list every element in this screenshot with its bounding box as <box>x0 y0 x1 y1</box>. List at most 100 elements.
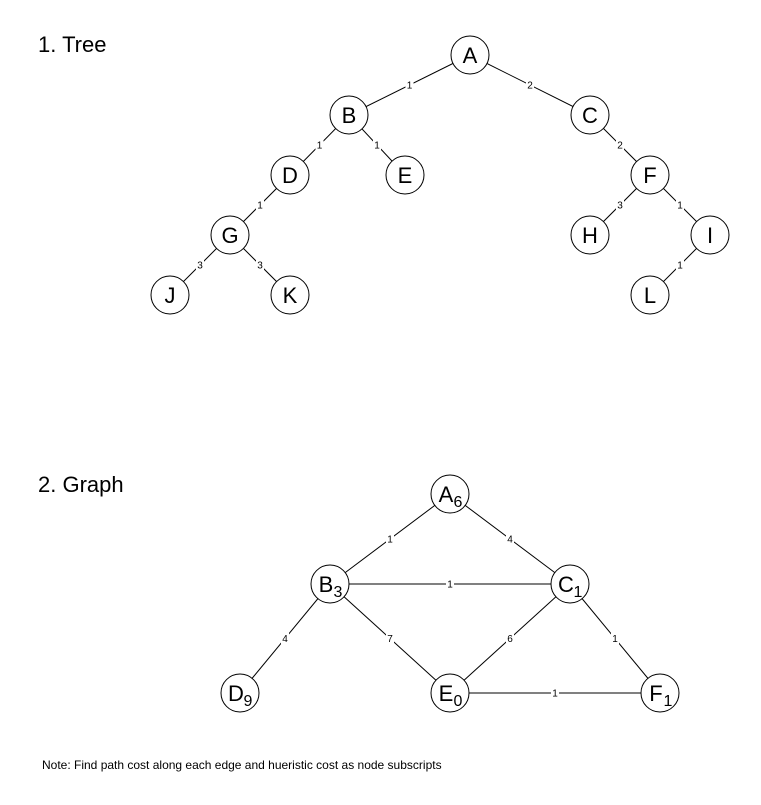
graph-node-label: D <box>228 681 244 706</box>
tree-edge-cost-f-h: 3 <box>617 201 623 212</box>
tree-edge-cost-g-j: 3 <box>197 261 203 272</box>
tree-node-l: L <box>630 275 670 315</box>
tree-node-f: F <box>630 155 670 195</box>
tree-node-circle <box>450 35 490 75</box>
tree-edge-cost-a-b: 1 <box>407 81 413 92</box>
graph-node-circle <box>430 673 470 713</box>
graph-node-circle <box>430 474 470 514</box>
tree-edge-label-bg <box>616 139 624 151</box>
tree-node-circle <box>270 275 310 315</box>
tree-node-label: G <box>221 223 238 248</box>
graph-node-circle <box>220 673 260 713</box>
tree-edge-cost-c-f: 2 <box>617 141 623 152</box>
tree-node-label: E <box>398 163 413 188</box>
tree-node-circle <box>630 275 670 315</box>
tree-edge-cost-g-k: 3 <box>257 261 263 272</box>
graph-node-label: B <box>319 572 334 597</box>
tree-node-circle <box>570 95 610 135</box>
graph-node-heuristic: 3 <box>334 584 343 601</box>
tree-node-circle <box>570 215 610 255</box>
tree-node-circle <box>270 155 310 195</box>
graph-edge-label-bg <box>551 687 559 699</box>
tree-node-circle <box>329 95 369 135</box>
tree-node-circle <box>385 155 425 195</box>
tree-node-label: I <box>707 223 713 248</box>
tree-edges: 1 2 1 1 2 1 3 3 3 1 1 <box>169 54 711 296</box>
tree-edge-cost-i-l: 1 <box>677 261 683 272</box>
graph-edge-cost-e-f: 1 <box>552 689 558 700</box>
tree-node-label: J <box>165 283 176 308</box>
graph-node-heuristic: 0 <box>454 693 463 710</box>
tree-node-label: A <box>463 43 478 68</box>
graph-edge-cost-c-f: 1 <box>612 634 618 645</box>
tree-edge-label-bg <box>256 199 264 211</box>
tree-edge-label-bg <box>196 259 204 271</box>
graph-edge-label-bg <box>506 533 514 545</box>
graph-title: 2. Graph <box>38 472 124 497</box>
graph-node-label: E <box>439 681 454 706</box>
graph-edge-cost-a-b: 1 <box>387 535 393 546</box>
graph-edge-label-bg <box>281 632 289 645</box>
graph-node-circle <box>310 564 350 604</box>
graph-edge-cost-c-e: 6 <box>507 634 513 645</box>
tree-title: 1. Tree <box>38 32 106 57</box>
graph-node-heuristic: 9 <box>244 693 253 710</box>
tree-nodes: A B C D E F G H I J K L <box>150 35 730 315</box>
tree-edge-label-bg <box>616 199 624 211</box>
tree-node-label: K <box>283 283 298 308</box>
graph-edge-cost-a-c: 4 <box>507 535 513 546</box>
graph-node-circle <box>550 564 590 604</box>
graph-node-heuristic: 6 <box>454 494 463 511</box>
tree-edge-cost-b-d: 1 <box>317 141 323 152</box>
tree-node-label: B <box>342 103 357 128</box>
tree-edge-cost-f-i: 1 <box>677 201 683 212</box>
graph-node-label: F <box>649 681 662 706</box>
tree-edge-label-bg <box>676 259 684 271</box>
graph-node-heuristic: 1 <box>574 584 583 601</box>
tree-node-circle <box>210 215 250 255</box>
tree-edge-label-bg <box>405 79 414 91</box>
tree-node-circle <box>150 275 190 315</box>
tree-node-label: F <box>643 163 656 188</box>
tree-edge-cost-b-e: 1 <box>374 141 380 152</box>
note-text: Note: Find path cost along each edge and… <box>42 758 442 772</box>
tree-node-h: H <box>570 215 610 255</box>
tree-node-e: E <box>385 155 425 195</box>
tree-node-label: H <box>582 223 598 248</box>
tree-edge-cost-d-g: 1 <box>257 201 263 212</box>
tree-node-label: D <box>282 163 298 188</box>
tree-node-label: C <box>582 103 598 128</box>
tree-node-c: C <box>570 95 610 135</box>
tree-edge-label-bg <box>526 79 534 91</box>
tree-node-i: I <box>690 215 730 255</box>
graph-edge-cost-b-e: 7 <box>387 634 393 645</box>
graph-edge-label-bg <box>386 632 394 645</box>
graph-node-circle <box>640 673 680 713</box>
graph-node-label: A <box>439 482 454 507</box>
tree-node-k: K <box>270 275 310 315</box>
tree-node-d: D <box>270 155 310 195</box>
tree-edge-label-bg <box>373 139 381 151</box>
tree-node-label: L <box>644 283 656 308</box>
tree-edge-label-bg <box>256 259 264 271</box>
tree-edge-label-bg <box>315 139 324 151</box>
graph-edge-label-bg <box>386 533 394 545</box>
graph-edge-label-bg <box>446 578 454 590</box>
tree-node-a: A <box>450 35 490 75</box>
tree-node-circle <box>690 215 730 255</box>
graph-node-label: C <box>558 572 574 597</box>
tree-node-circle <box>630 155 670 195</box>
tree-edge-cost-a-c: 2 <box>527 81 533 92</box>
tree-edge-label-bg <box>676 199 684 211</box>
graph-edge-cost-b-c: 1 <box>447 580 453 591</box>
tree-node-j: J <box>150 275 190 315</box>
